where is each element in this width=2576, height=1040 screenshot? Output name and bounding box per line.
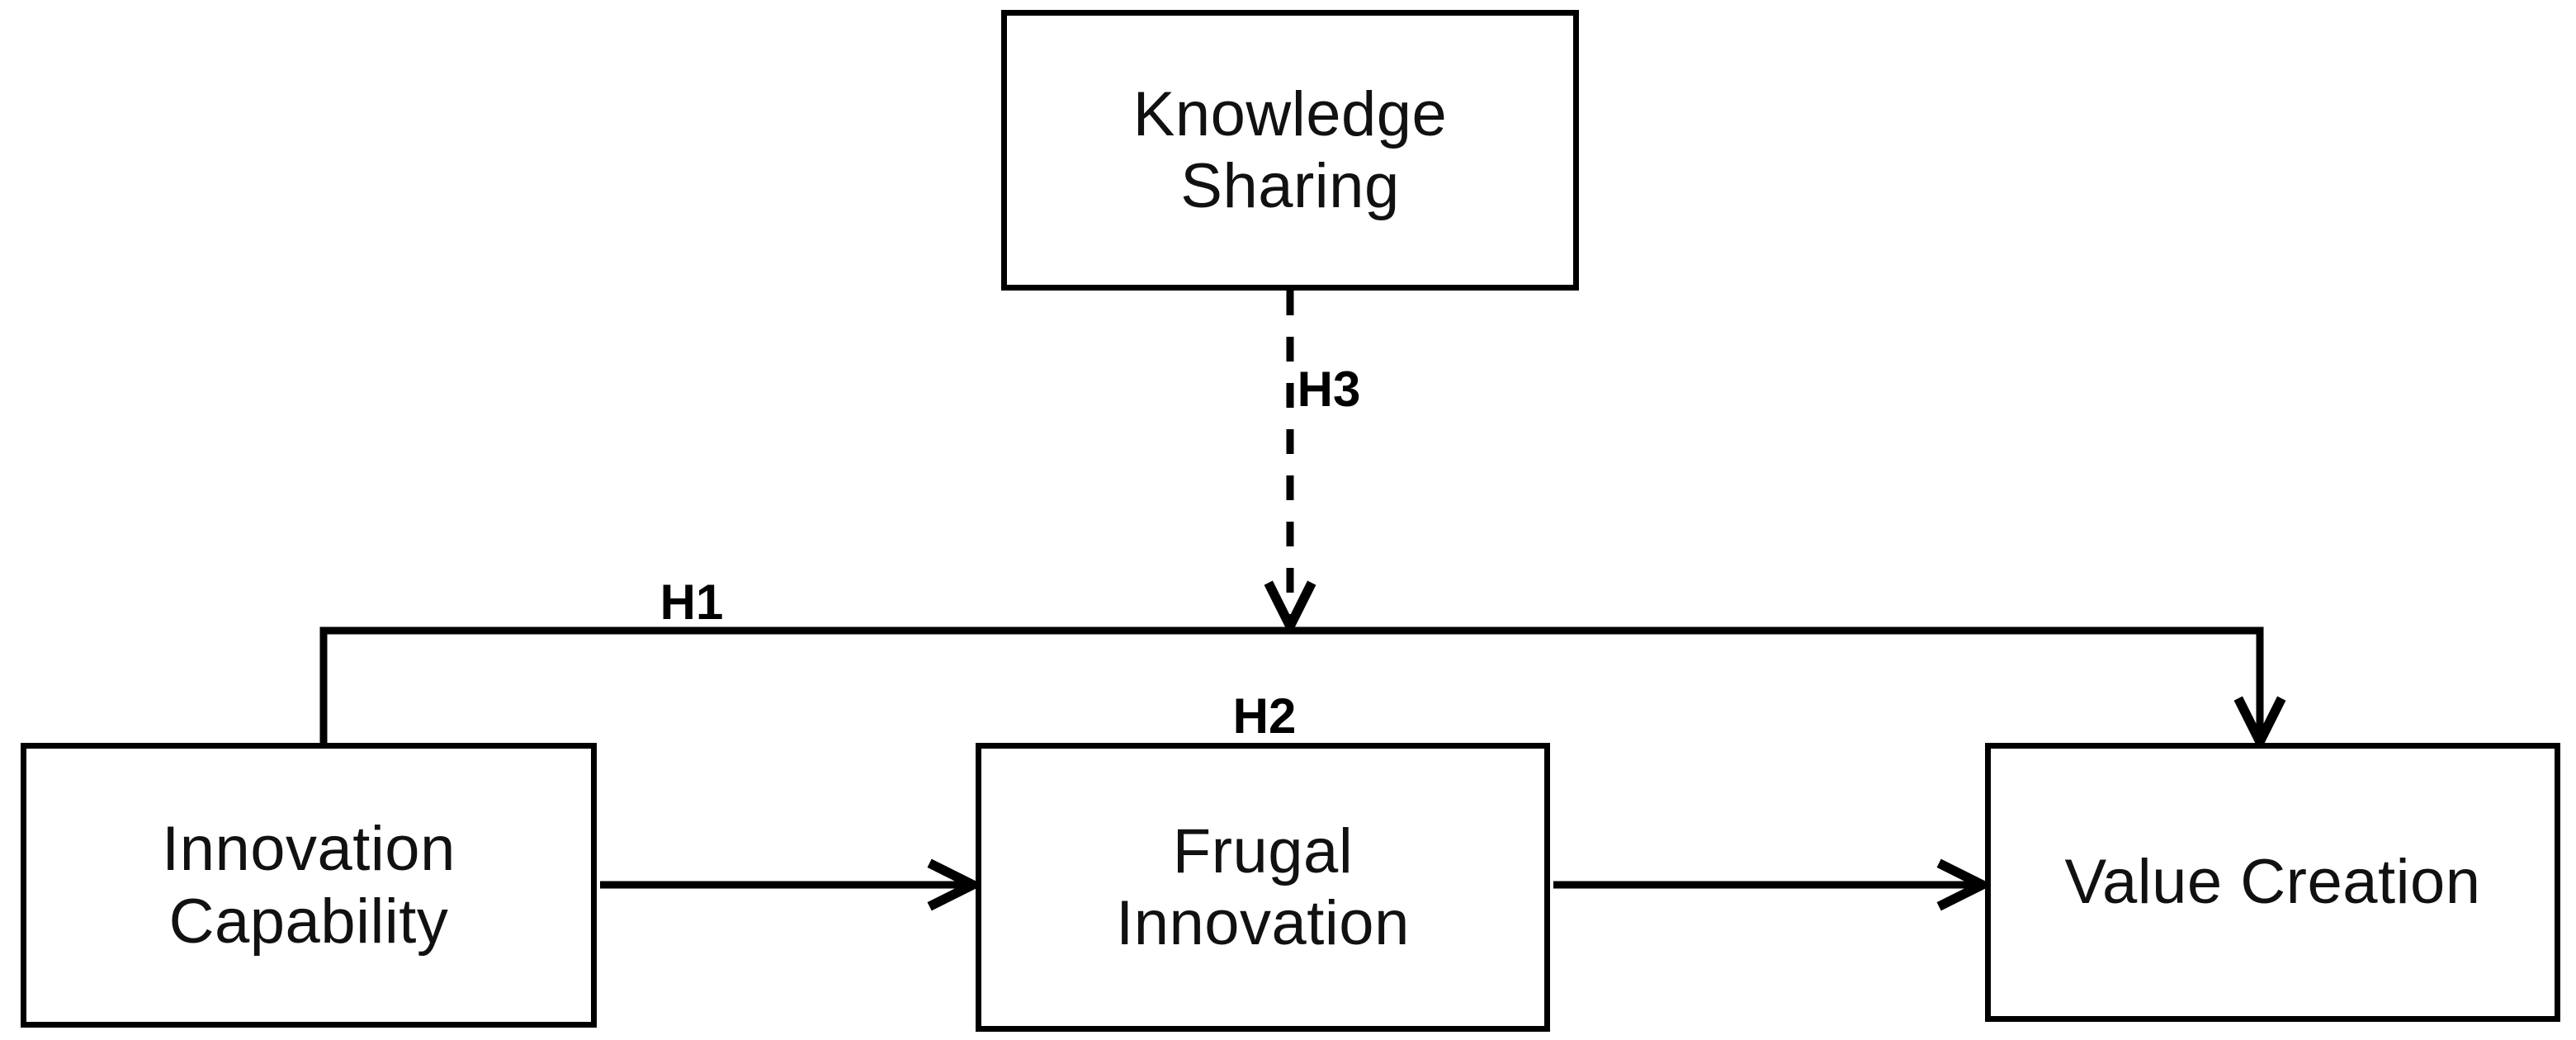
node-value-creation: Value Creation: [1985, 743, 2560, 1022]
edge-h1-path: [319, 626, 2260, 745]
node-frugal-innovation-line-1: Frugal: [1172, 815, 1354, 886]
node-knowledge-sharing-line-2: Sharing: [1180, 151, 1400, 221]
node-value-creation-line-1: Value Creation: [2064, 847, 2481, 918]
node-frugal-innovation-line-2: Innovation: [1116, 888, 1410, 958]
hypothesis-label-h2: H2: [1232, 688, 1297, 744]
hypothesis-label-h1: H1: [659, 574, 724, 630]
node-knowledge-sharing-line-1: Knowledge: [1132, 78, 1448, 149]
hypothesis-label-h3: H3: [1297, 362, 1361, 417]
node-innovation-capability: Innovation Capability: [21, 743, 597, 1028]
node-innovation-capability-line-1: Innovation: [162, 814, 456, 885]
node-knowledge-sharing: Knowledge Sharing: [1001, 10, 1579, 291]
node-innovation-capability-line-2: Capability: [168, 886, 449, 957]
node-frugal-innovation: Frugal Innovation: [976, 743, 1550, 1032]
